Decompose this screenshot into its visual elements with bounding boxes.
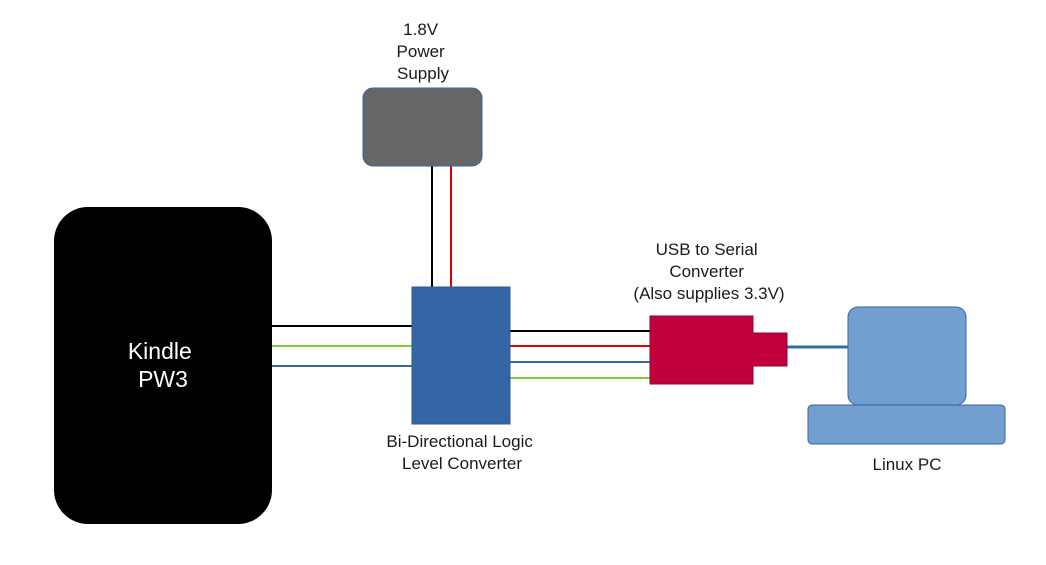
usb-serial-label-line2: Converter <box>669 262 744 281</box>
power-supply-label-line2: Power <box>397 42 446 61</box>
kindle-body <box>54 207 272 524</box>
kindle-device: Kindle PW3 <box>54 207 272 524</box>
power-wires <box>431 166 452 287</box>
svg-text:1.8V Power Supply: 1.8V Power Supply <box>397 20 450 83</box>
usb-serial-label-line1: USB to Serial <box>656 240 758 259</box>
usb-serial-converter: USB to Serial Converter (Also supplies 3… <box>633 240 788 385</box>
level-converter-box <box>411 286 511 425</box>
linux-pc-label: Linux PC <box>873 455 942 474</box>
level-converter-label-line2: Level Converter <box>402 454 522 473</box>
kindle-label-line1: Kindle <box>128 338 192 364</box>
serial-wires <box>510 330 650 379</box>
power-supply-label-line3: Supply <box>397 64 449 83</box>
svg-text:USB to Serial Converter: USB to Serial Converter (Also supplies 3… <box>633 240 784 303</box>
level-converter-label-line1: Bi-Directional Logic <box>386 432 533 451</box>
kindle-label-line2: PW3 <box>138 366 188 392</box>
svg-text:Bi-Directional Logic Lev: Bi-Directional Logic Level Converter <box>386 432 537 473</box>
power-supply-label-line1: 1.8V <box>403 20 439 39</box>
linux-pc: Linux PC <box>807 306 1006 474</box>
pc-monitor <box>847 306 967 406</box>
usb-serial-label-line3: (Also supplies 3.3V) <box>633 284 784 303</box>
power-supply-box <box>362 87 483 167</box>
usb-serial-body <box>649 315 788 385</box>
svg-text:Kindle PW3: Kindle PW3 <box>128 338 198 392</box>
level-converter: Bi-Directional Logic Level Converter <box>386 286 537 473</box>
pc-base <box>807 404 1006 445</box>
kindle-wires <box>272 325 412 367</box>
power-supply: 1.8V Power Supply <box>362 20 483 167</box>
